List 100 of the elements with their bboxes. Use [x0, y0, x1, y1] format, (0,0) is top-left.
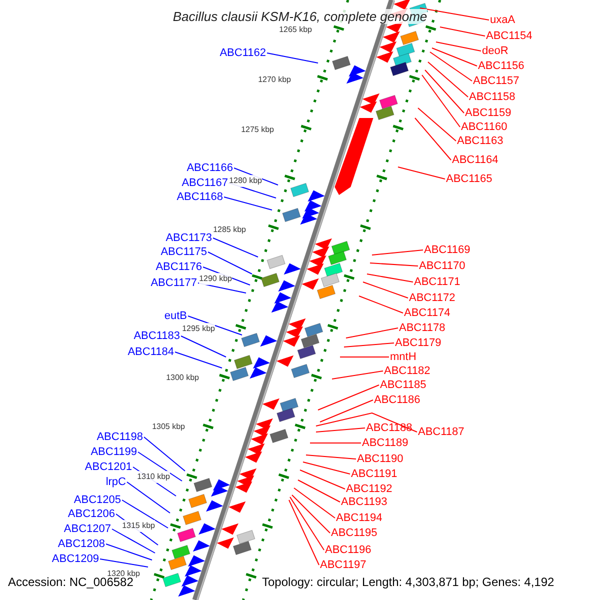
leader-line	[138, 452, 182, 482]
gene-label: ABC1165	[446, 173, 492, 185]
leader-line	[288, 500, 320, 566]
gene-label: ABC1169	[424, 244, 470, 256]
leader-line	[188, 316, 242, 336]
leader-line	[414, 118, 452, 160]
leader-line	[424, 70, 464, 114]
gene-label: ABC1199	[90, 446, 137, 458]
gene-label: ABC1209	[52, 553, 99, 565]
leader-line	[332, 370, 384, 380]
gene-label: ABC1158	[469, 91, 516, 103]
gene-label: ABC1205	[74, 494, 121, 506]
gene-label: ABC1176	[156, 261, 202, 273]
leader-line	[198, 282, 246, 294]
leader-line	[302, 462, 350, 474]
gene-label: ABC1194	[336, 512, 382, 524]
title: Bacillus clausii KSM-K16, complete genome	[172, 9, 428, 24]
leader-line	[320, 400, 374, 422]
leader-line	[340, 356, 390, 358]
gene-label: eutB	[164, 310, 187, 322]
leader-line	[420, 8, 490, 20]
leader-line	[370, 262, 418, 266]
leader-line	[126, 482, 170, 514]
leader-line	[174, 352, 222, 368]
gene-label: uxaA	[490, 14, 516, 26]
leader-line	[300, 470, 346, 490]
gene-label: ABC1173	[166, 232, 212, 244]
leader-line	[122, 500, 168, 528]
scale-label: 1265 kbp	[279, 24, 312, 36]
leader-line	[144, 436, 186, 472]
leader-line	[180, 336, 226, 358]
gene-label: ABC1190	[357, 453, 404, 465]
leader-line	[344, 342, 394, 348]
gene-label: ABC1162	[220, 47, 266, 59]
scale-label: 1305 kbp	[152, 421, 185, 433]
leader-line	[212, 238, 258, 258]
gene-label: ABC1172	[409, 292, 456, 304]
gene-label: ABC1193	[341, 496, 388, 508]
scale-label: 1275 kbp	[241, 124, 274, 136]
gene-label: ABC1201	[84, 461, 132, 473]
leader-line	[366, 274, 414, 282]
gene-label: ABC1179	[395, 337, 442, 349]
gene-label: ABC1166	[186, 162, 233, 174]
gene-label: mntH	[390, 351, 416, 363]
gene-label: ABC1208	[58, 538, 105, 550]
gene-label: ABC1186	[374, 394, 420, 406]
gene-label: ABC1167	[182, 177, 228, 189]
leader-line	[440, 26, 486, 36]
scale-label: 1315 kbp	[122, 520, 155, 532]
scale-label: 1280 kbp	[229, 175, 262, 187]
accession-text: Accession: NC_006582	[8, 576, 134, 588]
gene-label: ABC1207	[64, 523, 111, 535]
leader-line	[266, 52, 318, 64]
leader-line	[346, 328, 398, 338]
gene-label: ABC1168	[176, 191, 223, 203]
gene-label: ABC1171	[414, 276, 460, 288]
leader-line	[432, 48, 478, 66]
scale-label: 1290 kbp	[199, 273, 232, 285]
leader-line	[294, 488, 336, 518]
gene-label: ABC1177	[150, 277, 197, 289]
gene-label: ABC1206	[68, 508, 115, 520]
gene-label: ABC1163	[457, 135, 504, 147]
gene-label: ABC1197	[320, 559, 366, 571]
leader-line	[298, 480, 340, 502]
leader-line	[316, 428, 366, 432]
gene-label: ABC1178	[399, 322, 446, 334]
gene-label: ABC1170	[419, 260, 466, 272]
gene-label: ABC1159	[465, 107, 512, 119]
gene-label: ABC1195	[331, 527, 378, 539]
leader-line	[358, 296, 404, 314]
leader-line	[318, 384, 380, 410]
leader-line	[310, 442, 362, 444]
leader-line	[106, 544, 152, 560]
gene-label: ABC1183	[134, 330, 180, 342]
leader-line	[290, 496, 324, 550]
gene-label: ABC1187	[418, 426, 464, 438]
scale-label: 1270 kbp	[258, 74, 291, 86]
gene-label: ABC1185	[380, 379, 426, 391]
gene-label: ABC1156	[478, 60, 524, 72]
leader-line	[362, 282, 408, 298]
gene-label: lrpC	[106, 476, 126, 488]
leader-line	[100, 558, 148, 568]
leader-line	[112, 528, 156, 554]
leader-line	[208, 252, 252, 274]
leader-line	[428, 62, 468, 98]
gene-label: ABC1191	[351, 468, 398, 480]
summary-text: Topology: circular; Length: 4,303,871 bp; Genes: 4,192	[262, 576, 554, 588]
scale-label: 1300 kbp	[166, 372, 199, 384]
gene-label: ABC1189	[362, 437, 408, 449]
scale-label: 1295 kbp	[182, 323, 215, 335]
leader-line	[422, 74, 460, 128]
scale-label: 1285 kbp	[213, 224, 246, 236]
gene-label: ABC1154	[486, 30, 532, 42]
gene-label: deoR	[482, 45, 508, 57]
leader-line	[306, 454, 356, 460]
gene-label: ABC1175	[160, 246, 207, 258]
gene-label: ABC1174	[404, 307, 450, 319]
gene-label: ABC1196	[325, 544, 372, 556]
leader-line	[430, 52, 472, 82]
gene-label: ABC1192	[346, 483, 392, 495]
